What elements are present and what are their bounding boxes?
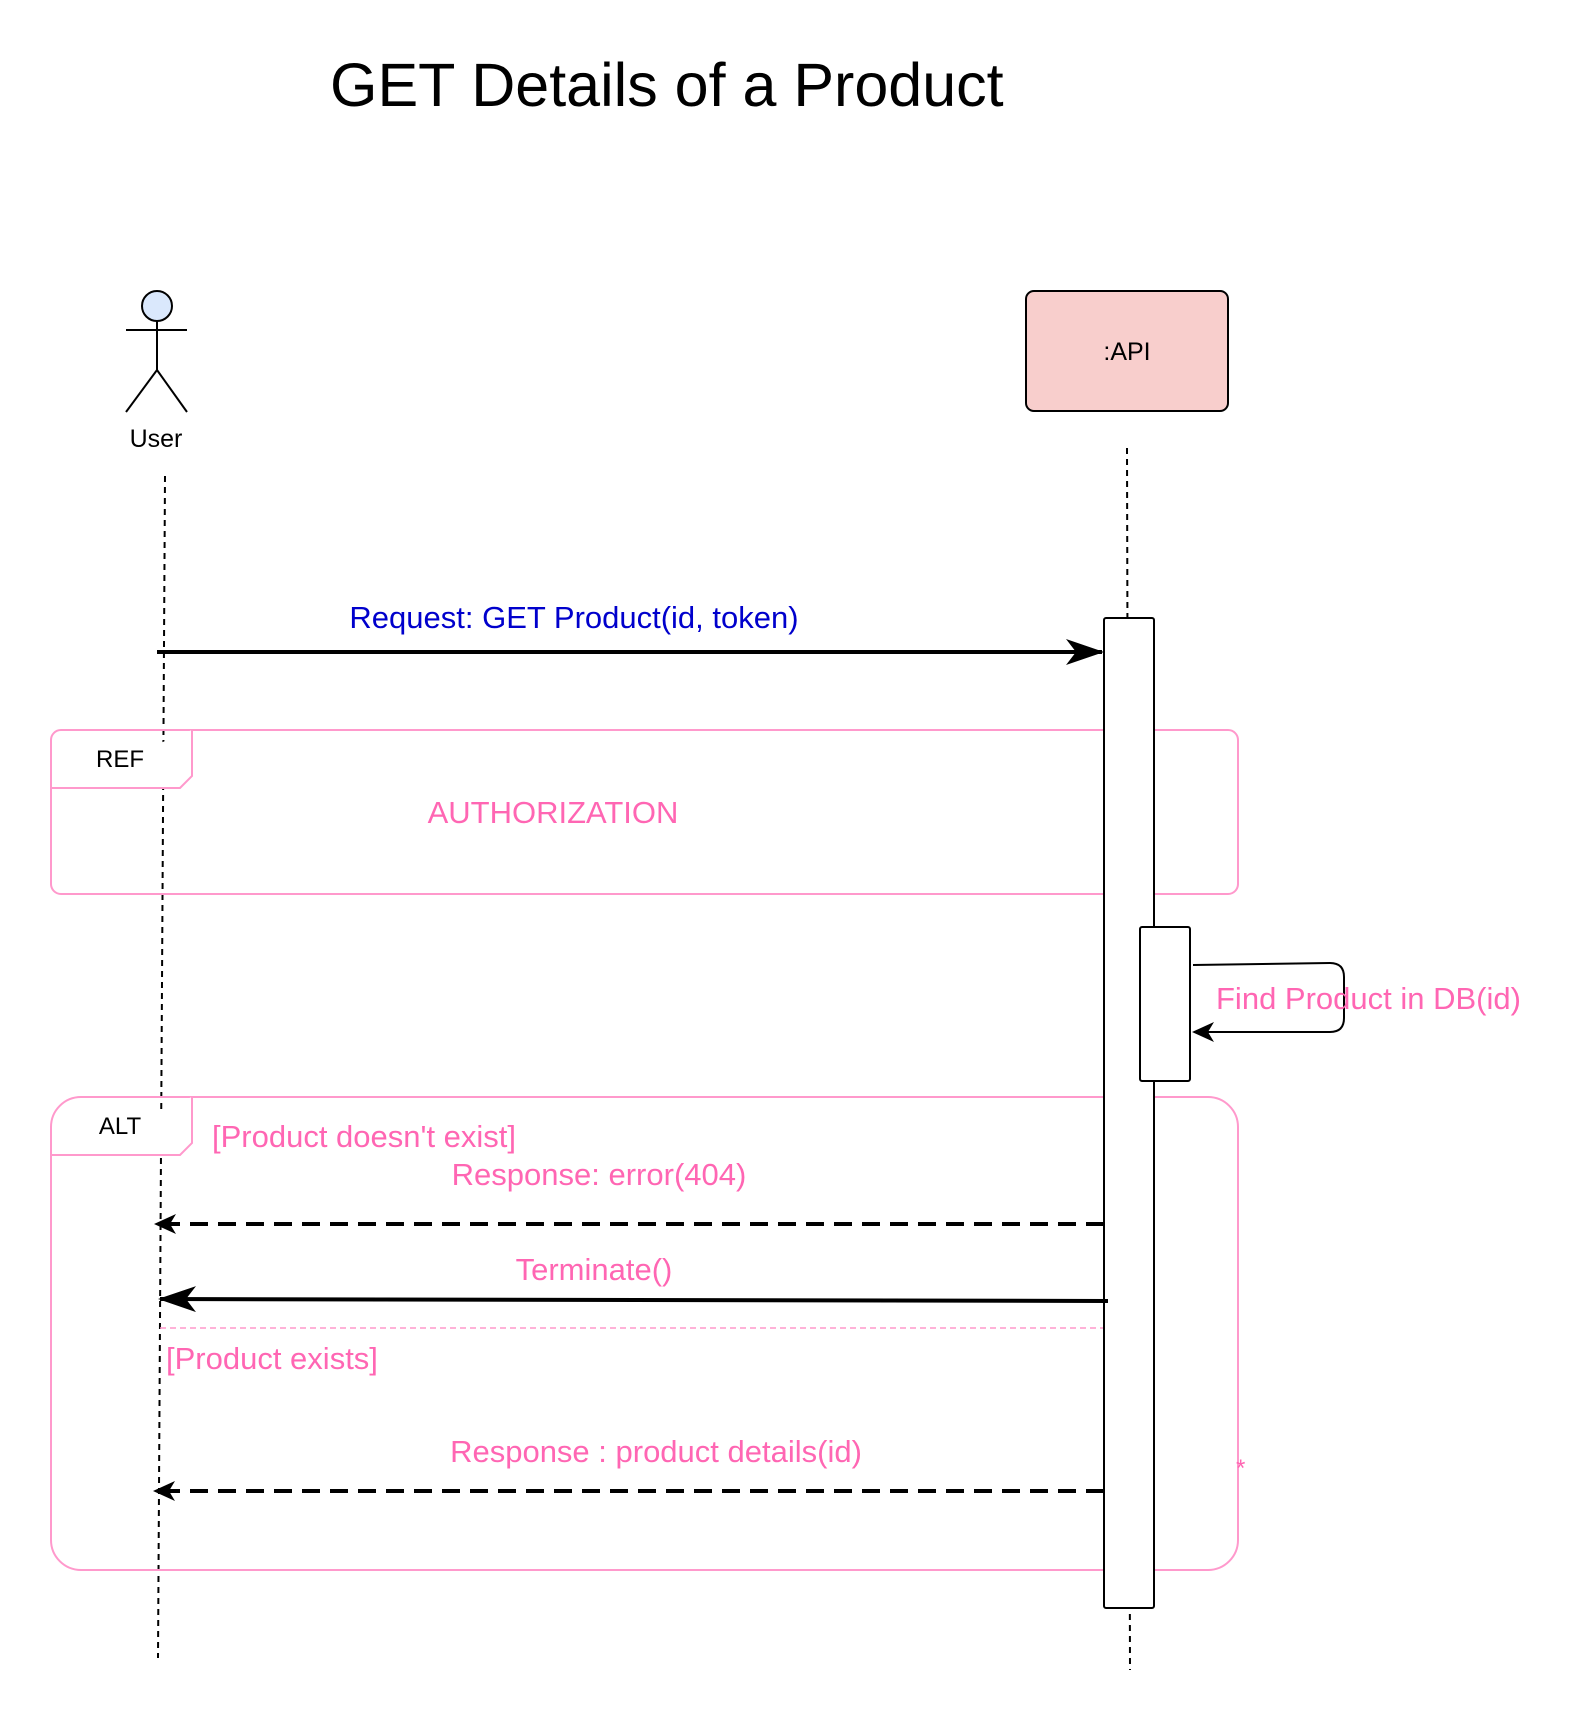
find-product-self-arrow	[1192, 961, 1345, 1042]
alt-guard-not-exists: [Product doesn't exist]	[212, 1119, 516, 1154]
diagram-title: GET Details of a Product	[330, 51, 1004, 119]
api-activation-bar	[1103, 617, 1155, 1609]
actor-right-leg	[156, 369, 188, 413]
details-response-label: Response : product details(id)	[450, 1434, 862, 1469]
alt-fragment: ALT [Product doesn't exist] [Product exi…	[50, 1096, 1245, 1571]
alt-tag-label: ALT	[99, 1113, 142, 1140]
actor-head	[141, 290, 173, 322]
ref-content-label: AUTHORIZATION	[428, 795, 679, 830]
ref-tag-label: REF	[96, 746, 144, 773]
alt-note-asterisk: *	[1236, 1455, 1245, 1482]
api-label: :API	[1103, 338, 1150, 366]
actor-left-leg	[125, 369, 158, 413]
error-response-label: Response: error(404)	[452, 1157, 747, 1192]
find-product-label: Find Product in DB(id)	[1216, 981, 1521, 1016]
alt-guard-exists: [Product exists]	[166, 1341, 378, 1376]
ref-tag-box	[51, 730, 193, 789]
request-label: Request: GET Product(id, token)	[349, 600, 798, 635]
terminate-label: Terminate()	[516, 1252, 673, 1287]
api-nested-activation-bar	[1139, 926, 1191, 1082]
api-participant-box	[1025, 290, 1229, 412]
user-label: User	[130, 425, 183, 453]
alt-tag-box	[51, 1097, 193, 1156]
alt-frame	[50, 1096, 1239, 1571]
ref-frame	[50, 729, 1239, 895]
terminate-arrow	[158, 1286, 1109, 1313]
ref-fragment: REF AUTHORIZATION	[50, 729, 1239, 895]
user-actor	[125, 290, 188, 413]
